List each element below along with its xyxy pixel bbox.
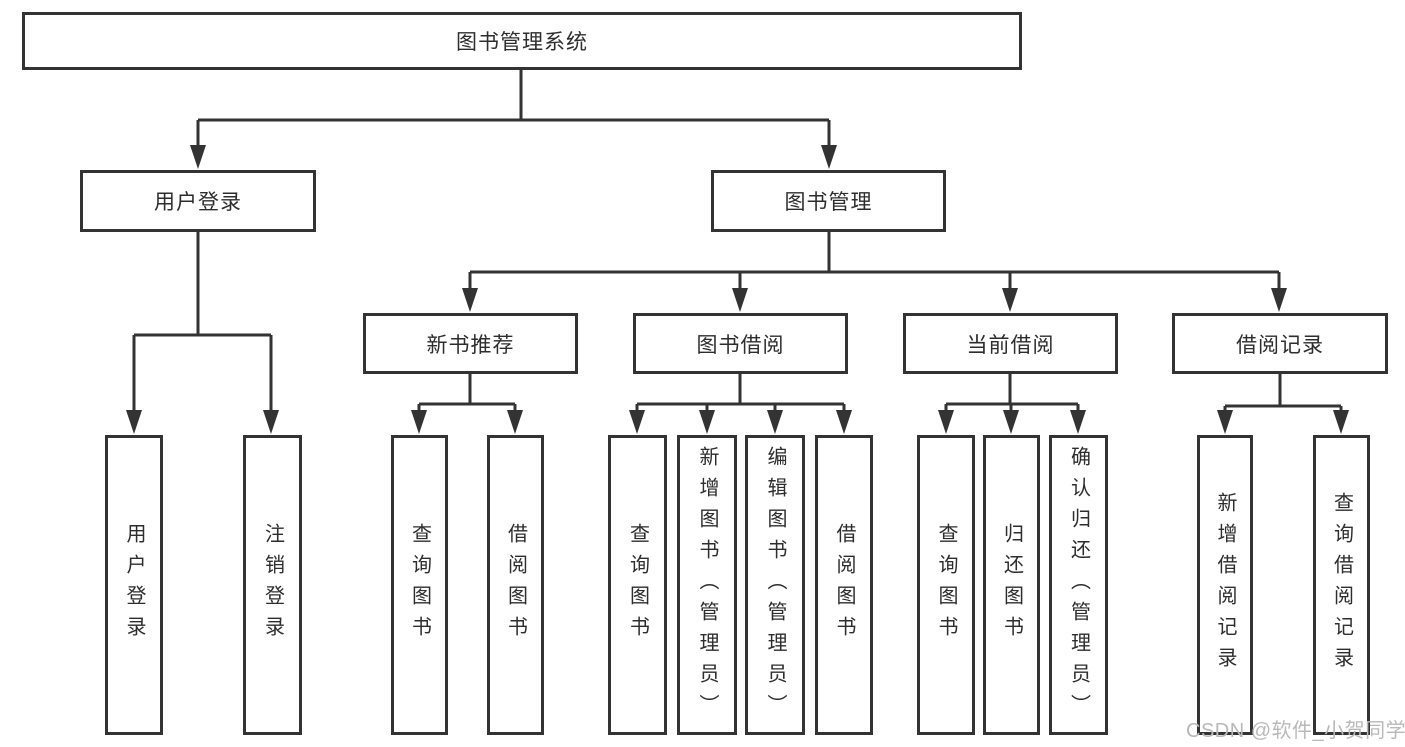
leaf-confirm-return-admin: 确认归还（管理员） — [1049, 435, 1108, 735]
leaf-add-borrow-record: 新增借阅记录 — [1197, 435, 1253, 735]
node-current-borrow: 当前借阅 — [903, 313, 1118, 374]
leaf-query-books-recommend: 查询图书 — [391, 435, 448, 735]
leaf-add-books-admin: 新增图书（管理员） — [677, 435, 737, 735]
leaf-user-login: 用户登录 — [105, 435, 163, 735]
node-user-login: 用户登录 — [80, 170, 316, 232]
leaf-borrow-books-recommend: 借阅图书 — [487, 435, 544, 735]
leaf-edit-books-admin: 编辑图书（管理员） — [745, 435, 805, 735]
leaf-logout: 注销登录 — [243, 435, 302, 735]
leaf-query-books-current: 查询图书 — [917, 435, 975, 735]
leaf-borrow-books: 借阅图书 — [815, 435, 873, 735]
watermark-text: CSDN @软件_小贺同学 — [1186, 720, 1405, 742]
leaf-query-borrow-record: 查询借阅记录 — [1313, 435, 1370, 735]
node-new-book-recommend: 新书推荐 — [363, 313, 578, 374]
leaf-query-books-borrow: 查询图书 — [608, 435, 667, 735]
leaf-return-books: 归还图书 — [983, 435, 1040, 735]
node-library-management-system: 图书管理系统 — [22, 12, 1022, 70]
node-borrow-records: 借阅记录 — [1172, 313, 1388, 374]
node-book-borrow: 图书借阅 — [633, 313, 848, 374]
node-book-management: 图书管理 — [711, 170, 946, 232]
